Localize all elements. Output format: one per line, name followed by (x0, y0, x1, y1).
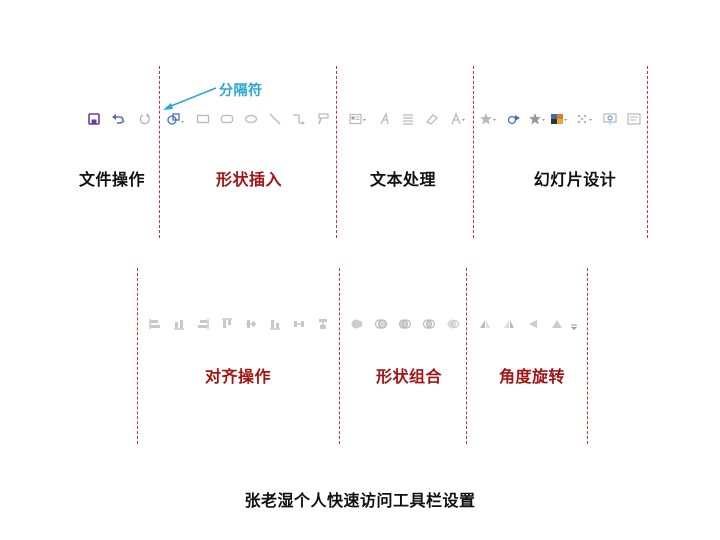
align-right-icon[interactable] (196, 317, 210, 331)
group-label-file-operations: 文件操作 (78, 170, 146, 189)
divider-4 (647, 66, 648, 238)
star-effect-icon[interactable] (479, 112, 496, 126)
rotate-right-icon[interactable] (502, 317, 516, 331)
divider-1 (159, 66, 160, 238)
redo-icon[interactable] (138, 112, 152, 126)
elbow-connector-icon[interactable] (292, 112, 306, 126)
color-scheme-icon[interactable] (550, 112, 567, 126)
line-icon[interactable] (268, 112, 282, 126)
divider-5 (137, 268, 138, 444)
rectangle-icon[interactable] (196, 112, 210, 126)
oval-icon[interactable] (244, 112, 258, 126)
transition-icon[interactable] (575, 112, 592, 126)
align-center-icon[interactable] (172, 317, 186, 331)
align-middle-icon[interactable] (244, 317, 258, 331)
rounded-rectangle-icon[interactable] (220, 112, 234, 126)
slide-show-icon[interactable] (603, 112, 617, 126)
rotate-left-icon[interactable] (478, 317, 492, 331)
distribute-horizontal-icon[interactable] (292, 317, 306, 331)
subtract-shapes-icon[interactable] (446, 317, 460, 331)
callout-arrow-icon (163, 87, 217, 110)
divider-7 (466, 268, 467, 444)
group-label-text-processing: 文本处理 (369, 170, 437, 189)
align-text-icon[interactable] (401, 112, 415, 126)
footer-title: 张老湿个人快速访问工具栏设置 (244, 491, 476, 510)
divider-6 (339, 268, 340, 444)
more-options-icon[interactable] (570, 319, 578, 333)
group-label-angle-rotation: 角度旋转 (498, 367, 566, 386)
divider-8 (587, 268, 588, 444)
callout-label: 分隔符 (219, 83, 263, 99)
star-icon[interactable] (528, 112, 545, 126)
slide-layout-icon[interactable] (627, 112, 641, 126)
group-label-shape-insert: 形状插入 (215, 170, 283, 189)
align-top-icon[interactable] (220, 317, 234, 331)
flip-horizontal-icon[interactable] (550, 317, 564, 331)
text-direction-icon[interactable] (378, 112, 392, 126)
undo-icon[interactable] (111, 112, 125, 126)
text-box-icon[interactable] (349, 112, 366, 126)
format-painter-icon[interactable] (316, 112, 330, 126)
fragment-shapes-icon[interactable] (398, 317, 412, 331)
group-label-shape-combine: 形状组合 (375, 367, 443, 386)
intersect-shapes-icon[interactable] (422, 317, 436, 331)
combine-shapes-icon[interactable] (374, 317, 388, 331)
font-color-icon[interactable] (450, 112, 465, 126)
align-left-icon[interactable] (148, 317, 162, 331)
align-bottom-icon[interactable] (268, 317, 282, 331)
group-label-slide-design: 幻灯片设计 (533, 170, 617, 189)
shapes-icon[interactable] (167, 112, 184, 126)
flip-vertical-icon[interactable] (526, 317, 540, 331)
distribute-vertical-icon[interactable] (316, 317, 330, 331)
eraser-icon[interactable] (425, 112, 439, 126)
save-icon[interactable] (87, 112, 101, 126)
divider-3 (473, 66, 474, 238)
divider-2 (336, 66, 337, 238)
group-label-align-operations: 对齐操作 (204, 367, 272, 386)
animation-icon[interactable] (507, 112, 521, 126)
union-shapes-icon[interactable] (350, 317, 364, 331)
